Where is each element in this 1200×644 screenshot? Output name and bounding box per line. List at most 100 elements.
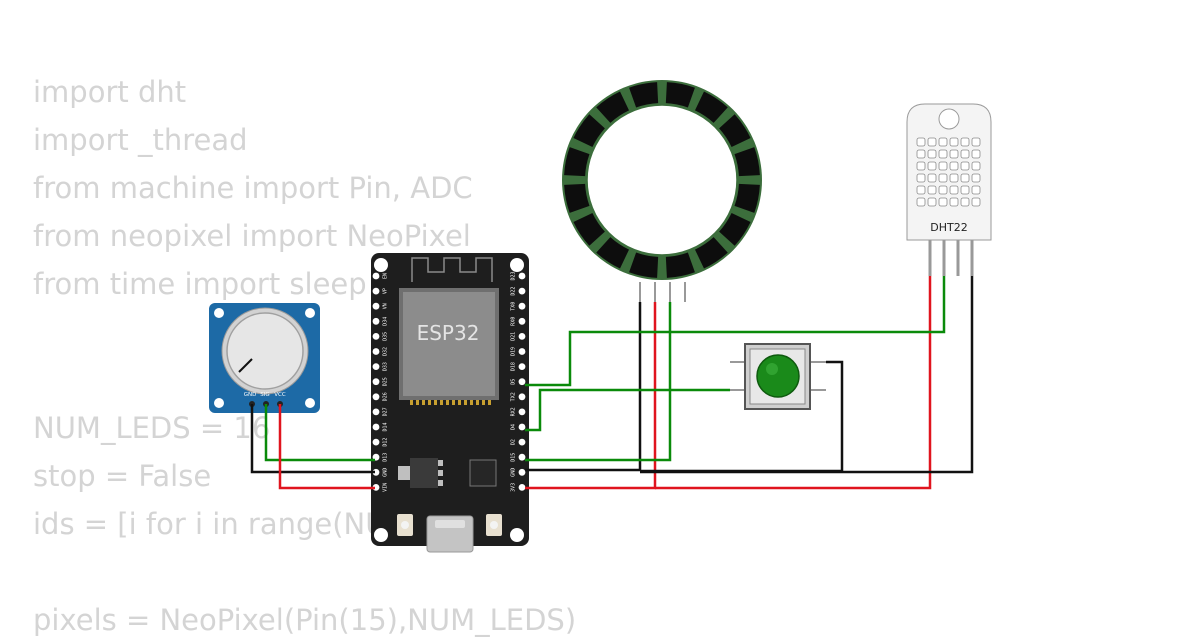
esp32-pin[interactable]: [518, 287, 526, 295]
ring-led: [596, 91, 630, 123]
esp32-pin[interactable]: [518, 423, 526, 431]
module-pad: [464, 400, 467, 405]
code-line: import _thread: [33, 123, 248, 157]
esp32-pin[interactable]: [372, 317, 380, 325]
wire-pot-sig: [264, 404, 375, 462]
module-pad: [470, 400, 473, 405]
pushbutton[interactable]: [730, 343, 826, 410]
esp32-pin[interactable]: [518, 317, 526, 325]
dht22-label: DHT22: [930, 221, 967, 234]
ring-led: [573, 114, 605, 148]
neopixel-ring[interactable]: [562, 80, 762, 302]
dht22-sensor[interactable]: DHT22: [906, 103, 992, 276]
module-pad: [482, 400, 485, 405]
esp32-pin[interactable]: [372, 302, 380, 310]
esp32-pin[interactable]: [518, 302, 526, 310]
esp32-pin-label: D32: [383, 347, 389, 356]
esp32-pin[interactable]: [372, 363, 380, 370]
esp32-pin[interactable]: [372, 333, 380, 340]
dht-vent-slot: [949, 185, 959, 195]
ring-led: [564, 147, 590, 177]
esp32-pin-label: D25: [383, 377, 389, 386]
esp32-pin[interactable]: [518, 393, 526, 401]
esp32-pin[interactable]: [372, 408, 380, 416]
dht-vent-slot: [960, 149, 970, 159]
dht-grille: [916, 137, 981, 207]
dht-vent-slot: [971, 173, 981, 183]
esp32-pin[interactable]: [518, 484, 526, 491]
dht-vent-slot: [938, 137, 948, 147]
esp32-pin[interactable]: [372, 272, 380, 280]
dht-vent-slot: [916, 161, 926, 171]
esp32-pin[interactable]: [518, 438, 526, 446]
dht-vent-slot: [938, 149, 948, 159]
ring-led: [629, 82, 659, 108]
esp32-pin-label: EN: [383, 273, 389, 279]
potentiometer-pin-label: GND: [244, 392, 257, 398]
dht-vent-slot: [960, 173, 970, 183]
dht-vent-slot: [927, 137, 937, 147]
pushbutton-cap[interactable]: [756, 354, 800, 398]
wire-button-signal: [525, 388, 730, 432]
potentiometer-knob[interactable]: [226, 312, 304, 390]
module-pad: [416, 400, 419, 405]
code-line: from machine import Pin, ADC: [33, 171, 473, 205]
module-pad: [440, 400, 443, 405]
esp32-pin[interactable]: [372, 468, 380, 476]
esp32-pin[interactable]: [518, 348, 526, 355]
ring-led: [564, 183, 590, 213]
esp32-pin[interactable]: [518, 408, 526, 416]
ring-led: [719, 114, 751, 148]
esp32-pin[interactable]: [372, 438, 380, 446]
esp32-pin-headers: ENVPVND34D35D32D33D25D26D27D14D12D13GNDV…: [372, 271, 526, 492]
module-pad: [446, 400, 449, 405]
module-pad: [428, 400, 431, 405]
dht-vent-slot: [938, 161, 948, 171]
esp32-pin[interactable]: [372, 287, 380, 295]
dht-vent-slot: [960, 137, 970, 147]
ring-led: [734, 183, 760, 213]
dht-vent-slot: [916, 149, 926, 159]
dht-vent-slot: [960, 161, 970, 171]
esp32-label: ESP32: [417, 321, 480, 345]
code-line: from neopixel import NeoPixel: [33, 219, 471, 253]
esp32-board[interactable]: ESP32 ENVPVND34D35D32D33D25D26D27D14D12D…: [371, 253, 529, 553]
dht-vent-slot: [927, 197, 937, 207]
esp32-pin-label: TX2: [511, 392, 517, 401]
dht-vent-slot: [949, 149, 959, 159]
esp32-pin-label: D2: [511, 439, 517, 445]
esp32-pin-label: D35: [383, 332, 389, 341]
esp32-pin[interactable]: [518, 378, 526, 386]
esp32-pin[interactable]: [372, 393, 380, 401]
ring-led: [694, 237, 728, 269]
dht-vent-slot: [916, 197, 926, 207]
ring-led: [573, 212, 605, 246]
esp32-pin-label: D18: [511, 362, 517, 371]
esp32-pin[interactable]: [518, 272, 526, 280]
esp32-pin[interactable]: [372, 348, 380, 355]
code-line: NUM_LEDS = 16: [33, 411, 271, 445]
esp32-pin[interactable]: [518, 333, 526, 340]
ring-led: [665, 252, 695, 278]
esp32-pin[interactable]: [518, 453, 526, 461]
dht-vent-slot: [971, 197, 981, 207]
dht-vent-slot: [927, 161, 937, 171]
esp32-pin[interactable]: [518, 468, 526, 476]
esp32-pin-label: D13: [383, 453, 389, 462]
esp32-pin-label: VN: [383, 303, 389, 309]
esp32-pin-label: RX2: [511, 407, 517, 416]
wire-dht-vcc: [655, 276, 932, 490]
dht-vent-slot: [916, 185, 926, 195]
dht-vent-slot: [927, 149, 937, 159]
esp32-pin[interactable]: [372, 423, 380, 431]
module-pad: [410, 400, 413, 405]
esp32-pin[interactable]: [518, 363, 526, 370]
esp32-pin-label: D5: [511, 379, 517, 385]
ring-led: [665, 82, 695, 108]
ring-led: [629, 252, 659, 278]
esp32-pin[interactable]: [372, 378, 380, 386]
esp32-pin-label: VP: [383, 288, 389, 294]
esp32-pin-label: D21: [511, 332, 517, 341]
